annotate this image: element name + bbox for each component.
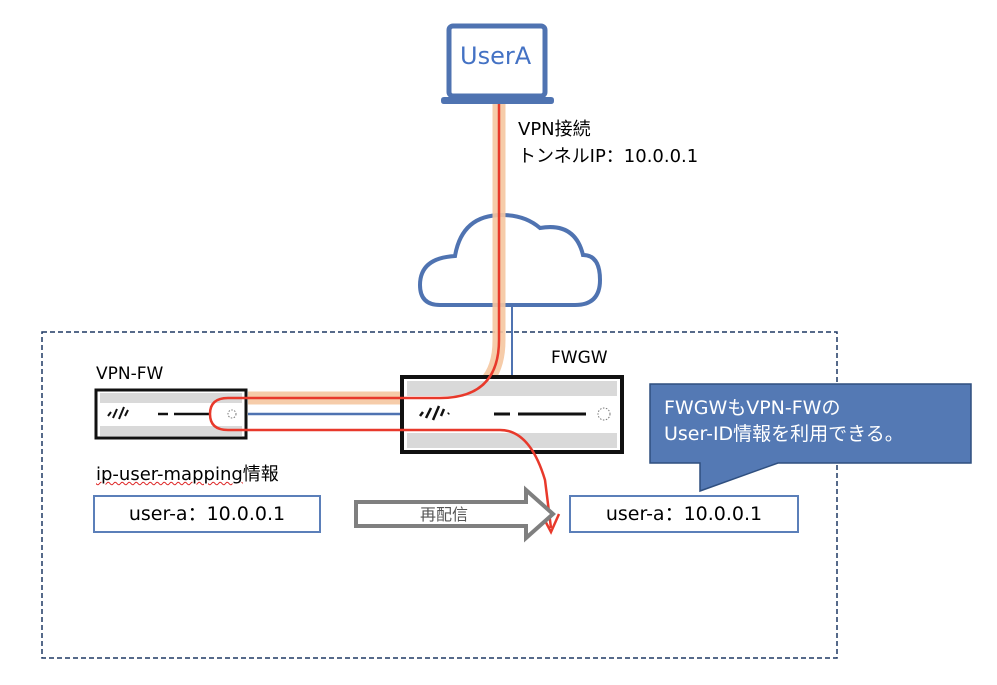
callout-text: FWGWもVPN-FWの User-ID情報を利用できる。 xyxy=(664,395,904,447)
user-label: UserA xyxy=(460,42,532,70)
mapping-title: ip-user-mapping情報 xyxy=(96,460,279,486)
source-mapping-entry: user-a：10.0.0.1 xyxy=(93,495,321,533)
cloud-icon xyxy=(417,212,603,307)
laptop-icon xyxy=(441,23,554,104)
fwgw-label: FWGW xyxy=(551,348,608,368)
mapping-title-suffix: 情報 xyxy=(242,464,279,485)
callout-line-1: FWGWもVPN-FWの xyxy=(664,397,841,419)
redistribute-arrow-icon[interactable] xyxy=(354,485,557,543)
vpn-connection-label: VPN接続 トンネルIP：10.0.0.1 xyxy=(518,116,698,170)
mapping-title-prefix: ip-user-mapping xyxy=(96,464,243,485)
vpn-tunnel-line xyxy=(208,104,553,529)
dest-mapping-entry: user-a：10.0.0.1 xyxy=(569,495,799,533)
redistribute-label: 再配信 xyxy=(420,505,469,524)
callout-line-2: User-ID情報を利用できる。 xyxy=(664,423,904,445)
tunnel-ip-label: トンネルIP：10.0.0.1 xyxy=(518,146,699,167)
vpn-connection-title: VPN接続 xyxy=(518,119,591,140)
vpn-fw-label: VPN-FW xyxy=(96,364,164,384)
fwgw-device-icon xyxy=(400,375,624,454)
callout-bubble xyxy=(649,383,972,493)
